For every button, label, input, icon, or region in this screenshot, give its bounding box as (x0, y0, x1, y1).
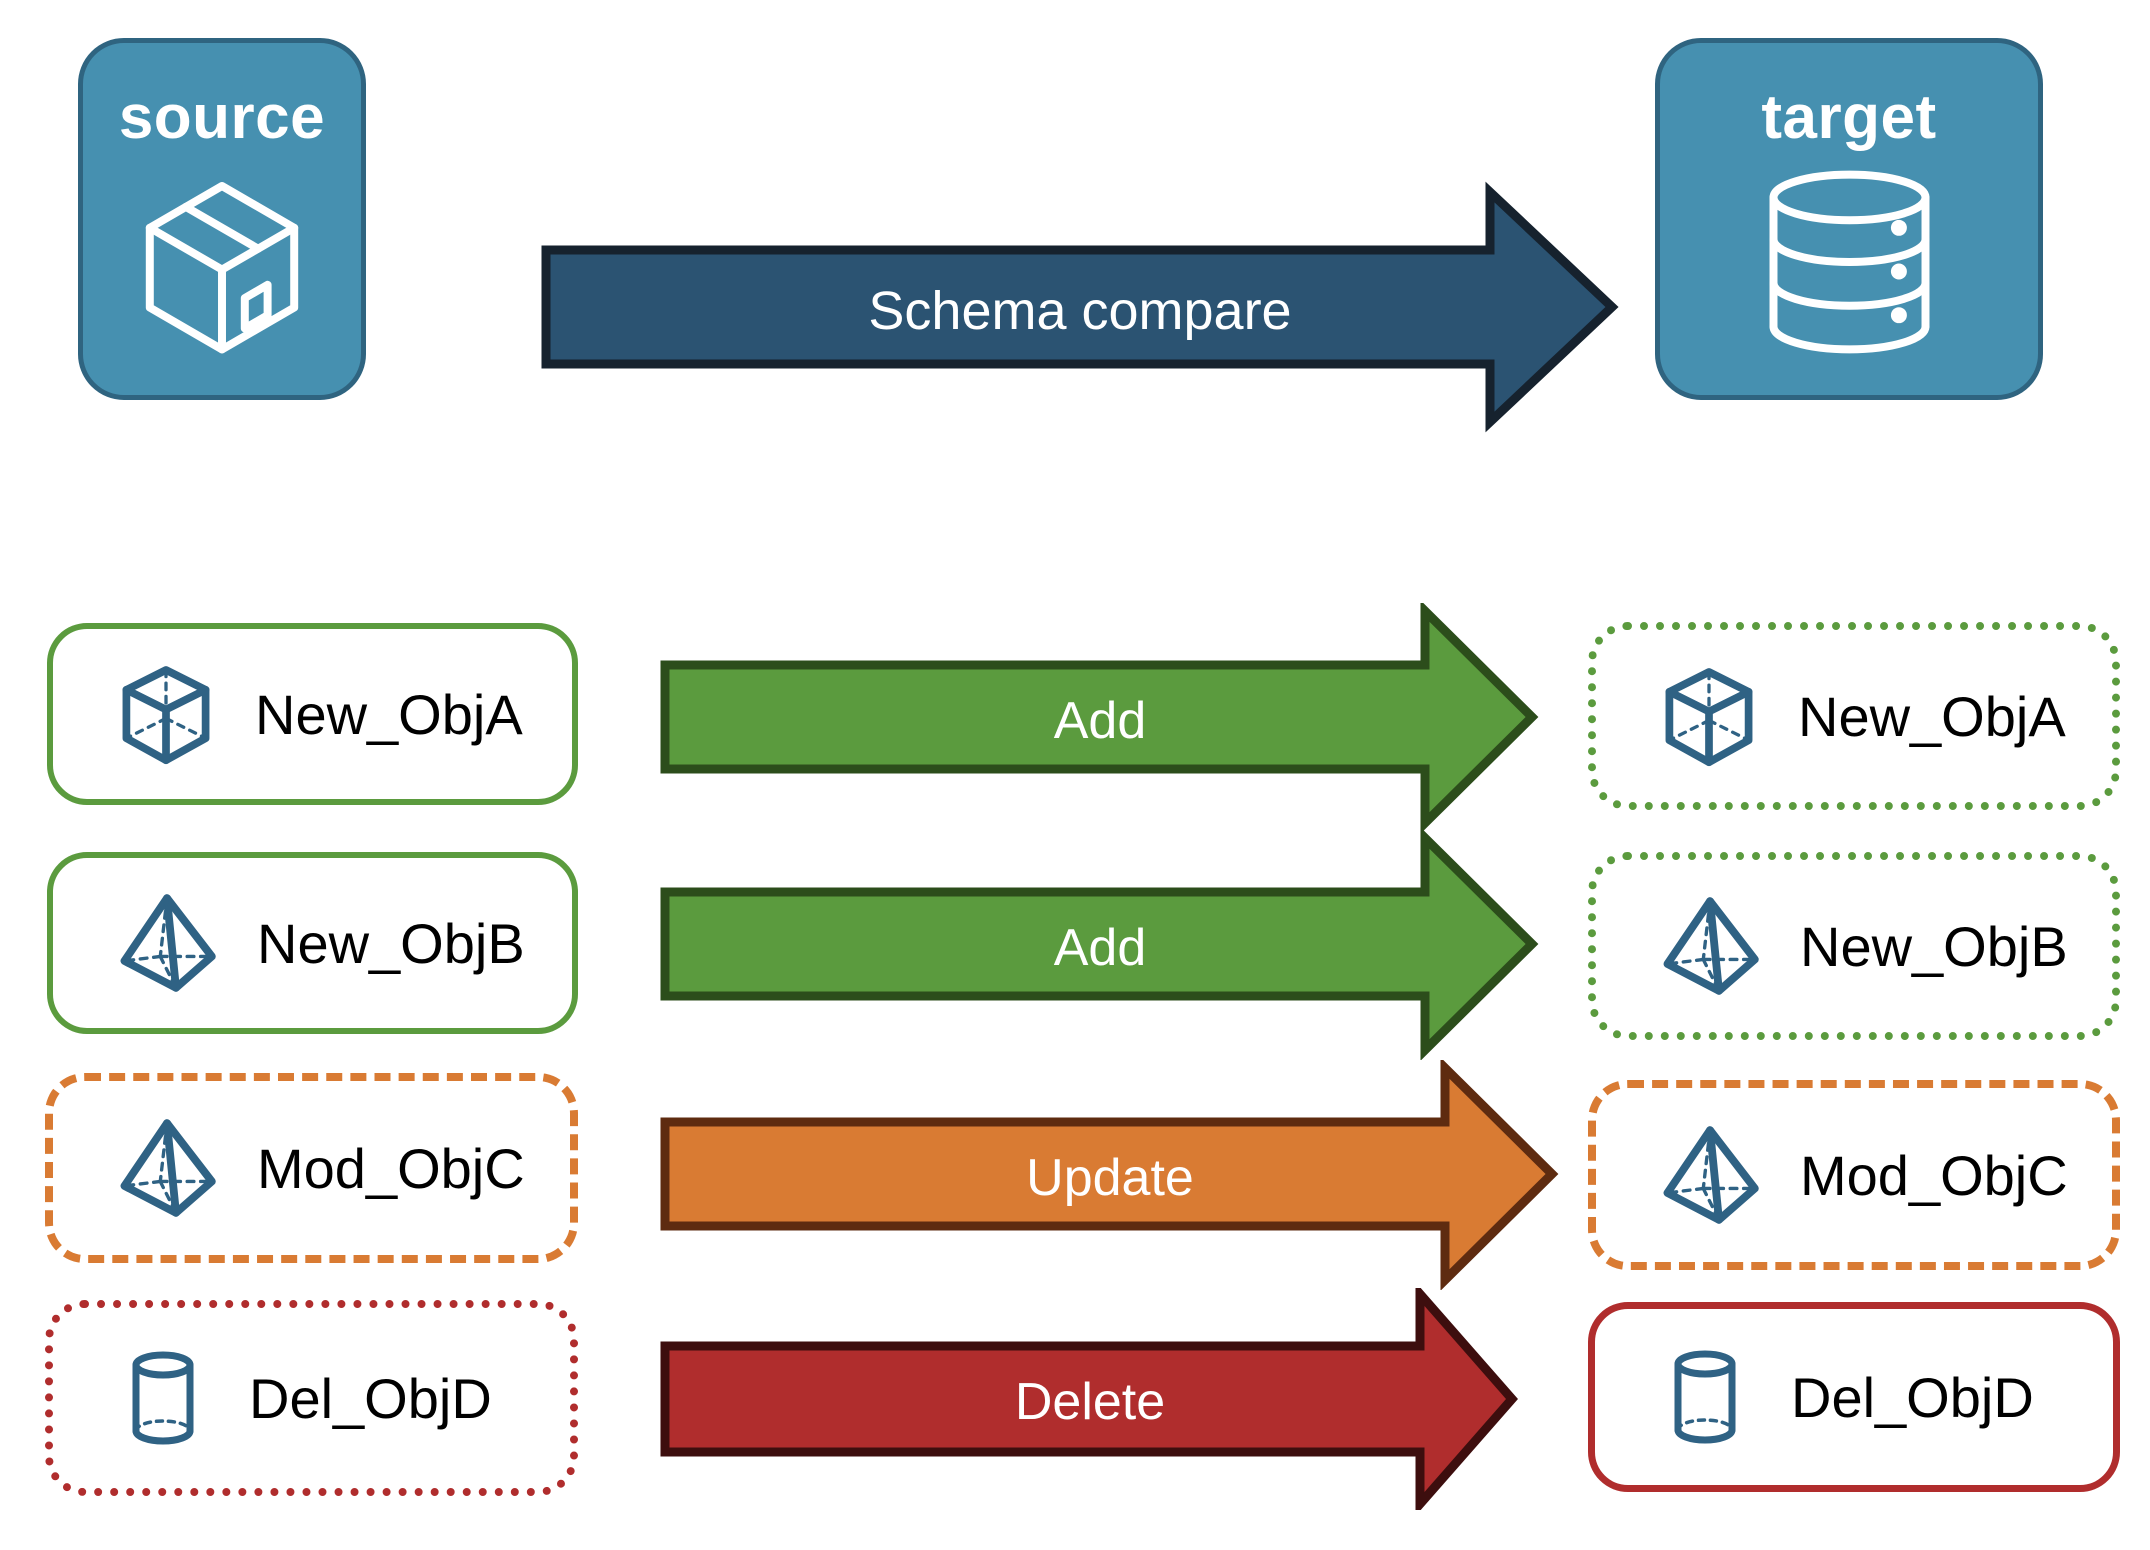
wireframe-cylinder-icon (1653, 1342, 1757, 1452)
source-object-card[interactable]: Del_ObjD (45, 1300, 578, 1496)
source-object-card[interactable]: Mod_ObjC (45, 1073, 578, 1263)
wireframe-cube-icon (1654, 661, 1764, 771)
add-arrow: Add (660, 827, 1540, 1061)
target-object-card[interactable]: Mod_ObjC (1588, 1080, 2120, 1270)
target-object-card[interactable]: New_ObjA (1588, 622, 2120, 810)
target-object-label: New_ObjA (1798, 684, 2066, 748)
update-arrow: Update (660, 1057, 1560, 1291)
target-object-card[interactable]: New_ObjB (1588, 852, 2120, 1040)
source-object-label: New_ObjA (255, 682, 523, 746)
source-object-label: Mod_ObjC (257, 1136, 525, 1200)
source-endpoint-card: source (78, 38, 366, 400)
target-object-label: Mod_ObjC (1800, 1143, 2068, 1207)
wireframe-pyramid-icon (111, 887, 223, 999)
schema-compare-arrow: Schema compare (540, 178, 1620, 436)
target-endpoint-card: target (1655, 38, 2043, 400)
target-object-card[interactable]: Del_ObjD (1588, 1302, 2120, 1492)
wireframe-cube-icon (111, 659, 221, 769)
wireframe-pyramid-icon (111, 1112, 223, 1224)
source-object-label: New_ObjB (257, 911, 525, 975)
wireframe-pyramid-icon (1654, 1119, 1766, 1231)
delete-arrow: Delete (660, 1282, 1520, 1516)
target-object-label: New_ObjB (1800, 914, 2068, 978)
source-object-card[interactable]: New_ObjB (47, 852, 578, 1034)
wireframe-cylinder-icon (111, 1343, 215, 1453)
database-cylinder-icon (1742, 167, 1957, 362)
source-object-card[interactable]: New_ObjA (47, 623, 578, 805)
add-arrow: Add (660, 600, 1540, 834)
source-title: source (118, 83, 326, 152)
source-object-label: Del_ObjD (249, 1366, 492, 1430)
wireframe-pyramid-icon (1654, 890, 1766, 1002)
target-object-label: Del_ObjD (1791, 1365, 2034, 1429)
package-box-icon (127, 167, 317, 362)
target-title: target (1761, 83, 1937, 152)
